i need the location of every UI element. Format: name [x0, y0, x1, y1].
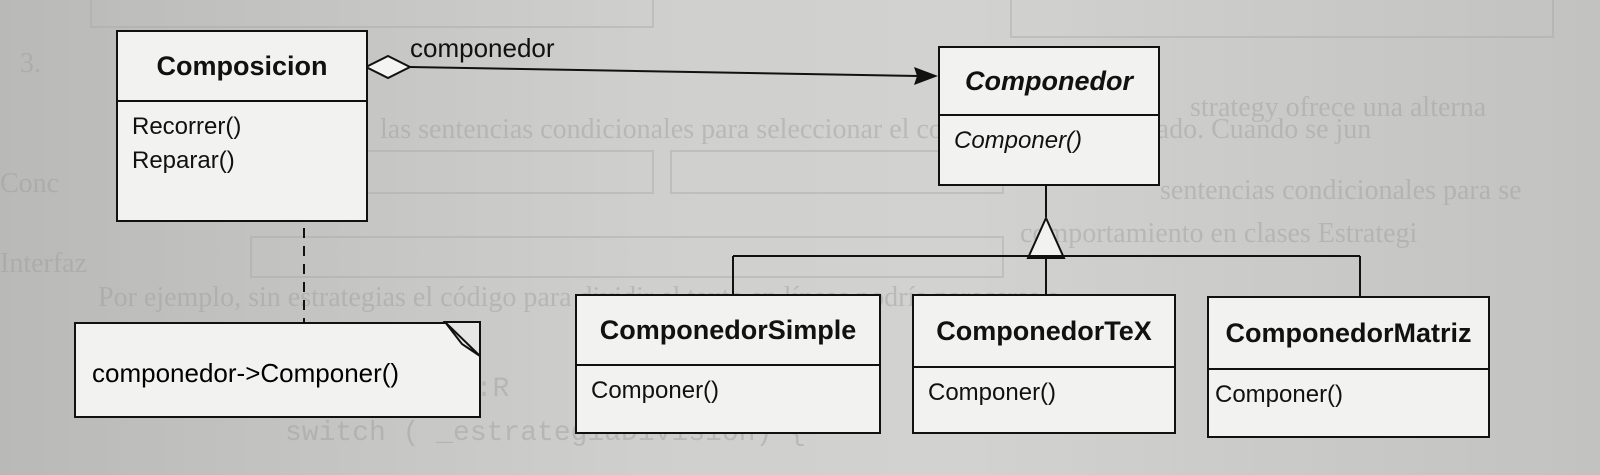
arrowhead-icon	[914, 67, 938, 85]
class-operations: Componer()	[914, 368, 1174, 418]
aggregation-diamond-icon	[363, 54, 413, 80]
bleed-through-text: 3.	[20, 48, 41, 79]
class-name: ComponedorMatriz	[1209, 298, 1488, 370]
class-name: ComponedorTeX	[914, 296, 1174, 368]
bleed-through-box	[1010, 0, 1554, 38]
class-name: Composicion	[118, 32, 366, 102]
inheritance-triangle-icon	[1026, 215, 1066, 259]
class-componedor: Componedor Componer()	[938, 46, 1160, 186]
class-componedor-simple: ComponedorSimple Componer()	[575, 294, 881, 434]
association-line	[409, 66, 919, 77]
bleed-through-text: sentencias condicionales para se	[1160, 175, 1522, 206]
bleed-through-text: Interfaz	[0, 248, 88, 279]
class-operations: Recorrer() Reparar()	[118, 102, 366, 186]
operation: Componer()	[591, 377, 720, 404]
bleed-through-text: strategy ofrece una alterna	[1190, 92, 1487, 123]
operation: Componer()	[1215, 381, 1344, 408]
operation: Recorrer()	[132, 113, 242, 140]
operation: Reparar()	[132, 147, 235, 174]
bleed-through-text: las sentencias condicionales para selecc…	[380, 114, 1372, 145]
class-operations: Componer()	[1209, 370, 1488, 420]
operation: Componer()	[954, 127, 1083, 154]
bleed-through-text: Conc	[0, 168, 60, 199]
operation: Componer()	[928, 379, 1057, 406]
class-composicion: Composicion Recorrer() Reparar()	[116, 30, 368, 222]
association-label: componedor	[410, 33, 555, 63]
class-operations: Componer()	[940, 116, 1158, 166]
class-name: Componedor	[940, 48, 1158, 116]
note: componedor->Componer()	[74, 322, 480, 418]
class-componedor-tex: ComponedorTeX Componer()	[912, 294, 1176, 434]
note-text: componedor->Componer()	[92, 357, 400, 388]
bleed-through-box	[90, 0, 654, 28]
bleed-through-text: comportamiento en clases Estrategi	[1020, 218, 1418, 249]
class-componedor-matriz: ComponedorMatriz Componer()	[1207, 296, 1490, 438]
class-operations: Componer()	[577, 366, 879, 416]
class-name: ComponedorSimple	[577, 296, 879, 366]
